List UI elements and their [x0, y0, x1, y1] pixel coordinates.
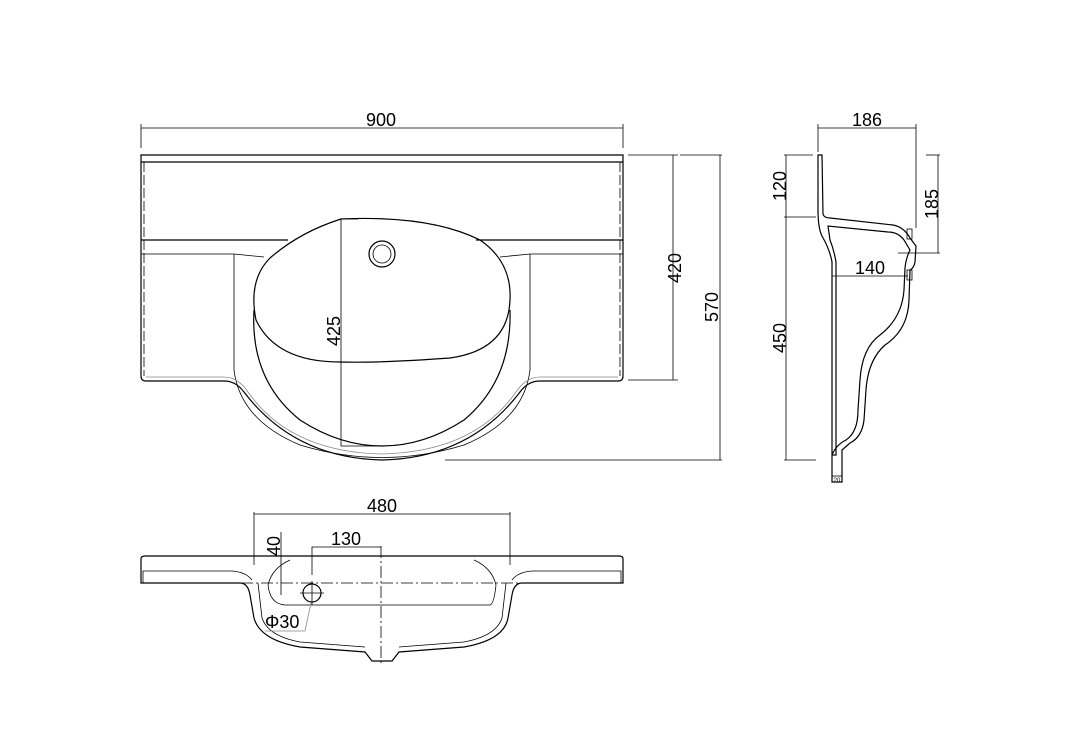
dim-line-425: [340, 218, 382, 447]
side-profile: [817, 154, 917, 483]
dim-900: 900: [366, 110, 396, 130]
bracket: [906, 269, 913, 281]
stem-label: 20: [834, 478, 841, 484]
dim-line-130: [311, 546, 381, 575]
leader-line: [265, 602, 312, 632]
hidden-edges: [143, 162, 621, 376]
bracket: [906, 228, 913, 240]
dim-570: 570: [702, 292, 722, 322]
dim-185: 185: [922, 189, 942, 219]
front-profile: [140, 555, 624, 662]
rim-inner: [146, 376, 618, 455]
basin-bowl-bottom: [253, 309, 511, 447]
bowl-outer: [233, 254, 531, 458]
deck-line: [141, 253, 623, 258]
dim-140: 140: [855, 258, 885, 278]
dim-450: 450: [770, 323, 790, 353]
bowl-inner: [257, 582, 507, 648]
dim-phi30: Φ30: [265, 612, 299, 632]
basin-outline: [140, 154, 624, 461]
dim-480: 480: [367, 496, 397, 516]
overflow-hole-inner: [372, 244, 392, 264]
dim-425: 425: [324, 316, 344, 346]
overflow-hole-icon: [368, 240, 396, 268]
front-view: 480 130 40 Φ30: [140, 496, 624, 665]
top-view: 900 420 570 425: [140, 110, 722, 461]
basin-bowl-top: [253, 217, 511, 363]
deck-edge: [142, 570, 622, 583]
dim-120: 120: [770, 171, 790, 201]
side-view: 20 186 120 450 185 140: [770, 110, 942, 484]
bowl-surface: [267, 559, 497, 606]
dim-186: 186: [852, 110, 882, 130]
dim-40: 40: [264, 536, 284, 556]
dim-130: 130: [331, 529, 361, 549]
dim-420: 420: [665, 253, 685, 283]
